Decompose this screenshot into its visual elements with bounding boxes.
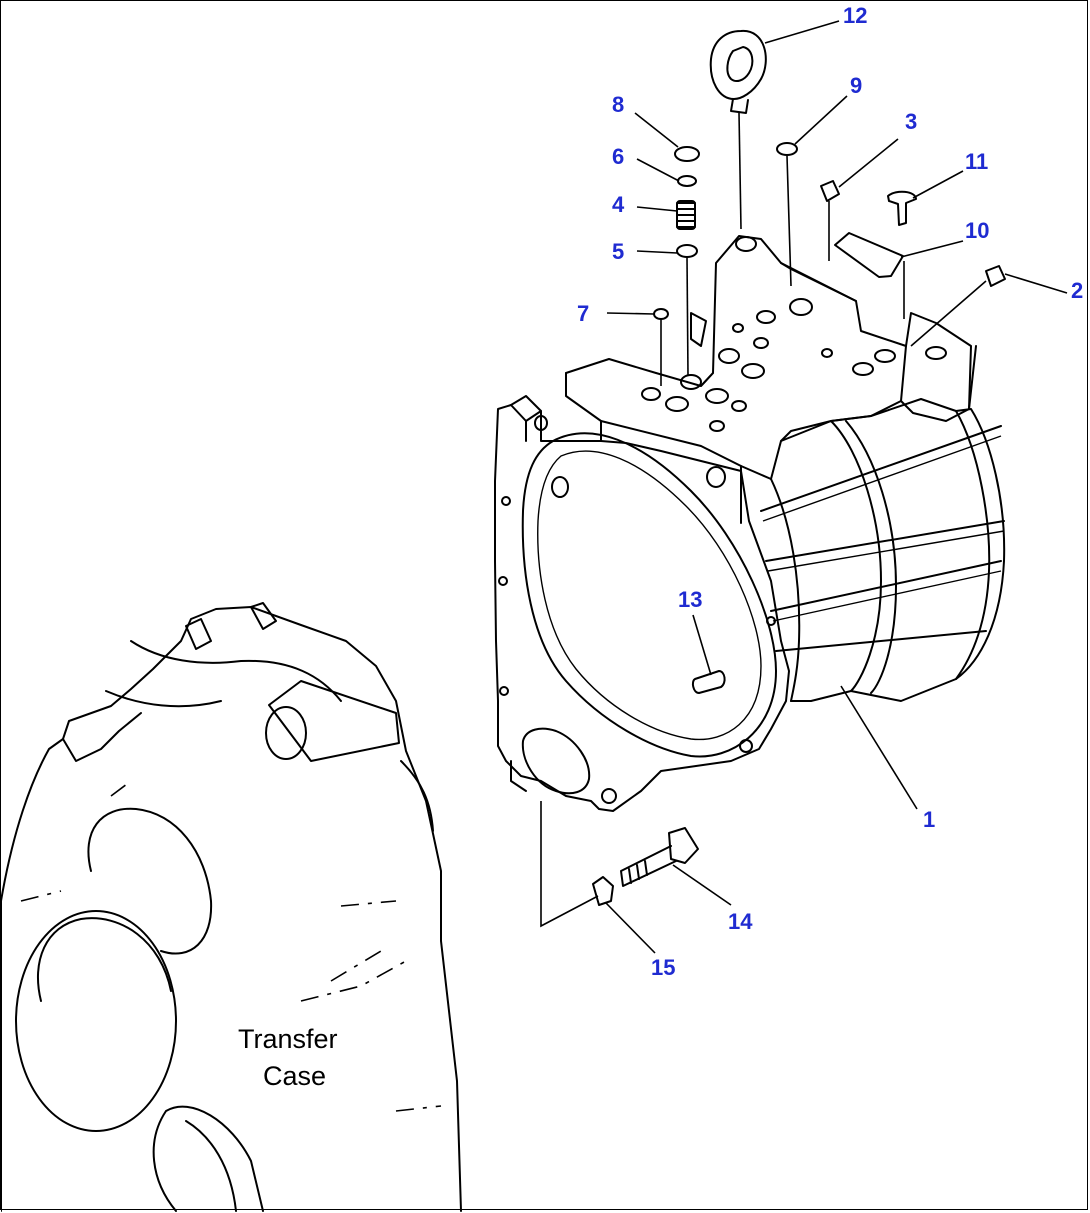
- transfer-case-label-line2: Case: [263, 1061, 326, 1091]
- callout-7: 7: [577, 301, 589, 326]
- callout-13: 13: [678, 587, 702, 612]
- transfer-case-label-line1: Transfer: [238, 1024, 338, 1054]
- callout-9: 9: [850, 73, 862, 98]
- callout-numbers: 1 2 3 4 5 6 7 8 9 10 11 12 13 14 15: [577, 3, 1083, 980]
- main-housing: [494, 232, 1006, 812]
- callout-12: 12: [843, 3, 867, 28]
- callout-1: 1: [923, 807, 935, 832]
- callout-6: 6: [612, 144, 624, 169]
- callout-11: 11: [965, 149, 988, 174]
- callout-10: 10: [965, 218, 989, 243]
- callout-3: 3: [905, 109, 917, 134]
- callout-leaders: [605, 20, 1068, 954]
- callout-5: 5: [612, 239, 624, 264]
- callout-4: 4: [612, 192, 625, 217]
- small-parts: [540, 29, 1006, 928]
- callout-8: 8: [612, 92, 624, 117]
- callout-15: 15: [651, 955, 675, 980]
- callout-14: 14: [728, 909, 753, 934]
- callout-2: 2: [1071, 278, 1083, 303]
- transfer-case-outline: [1, 602, 462, 1212]
